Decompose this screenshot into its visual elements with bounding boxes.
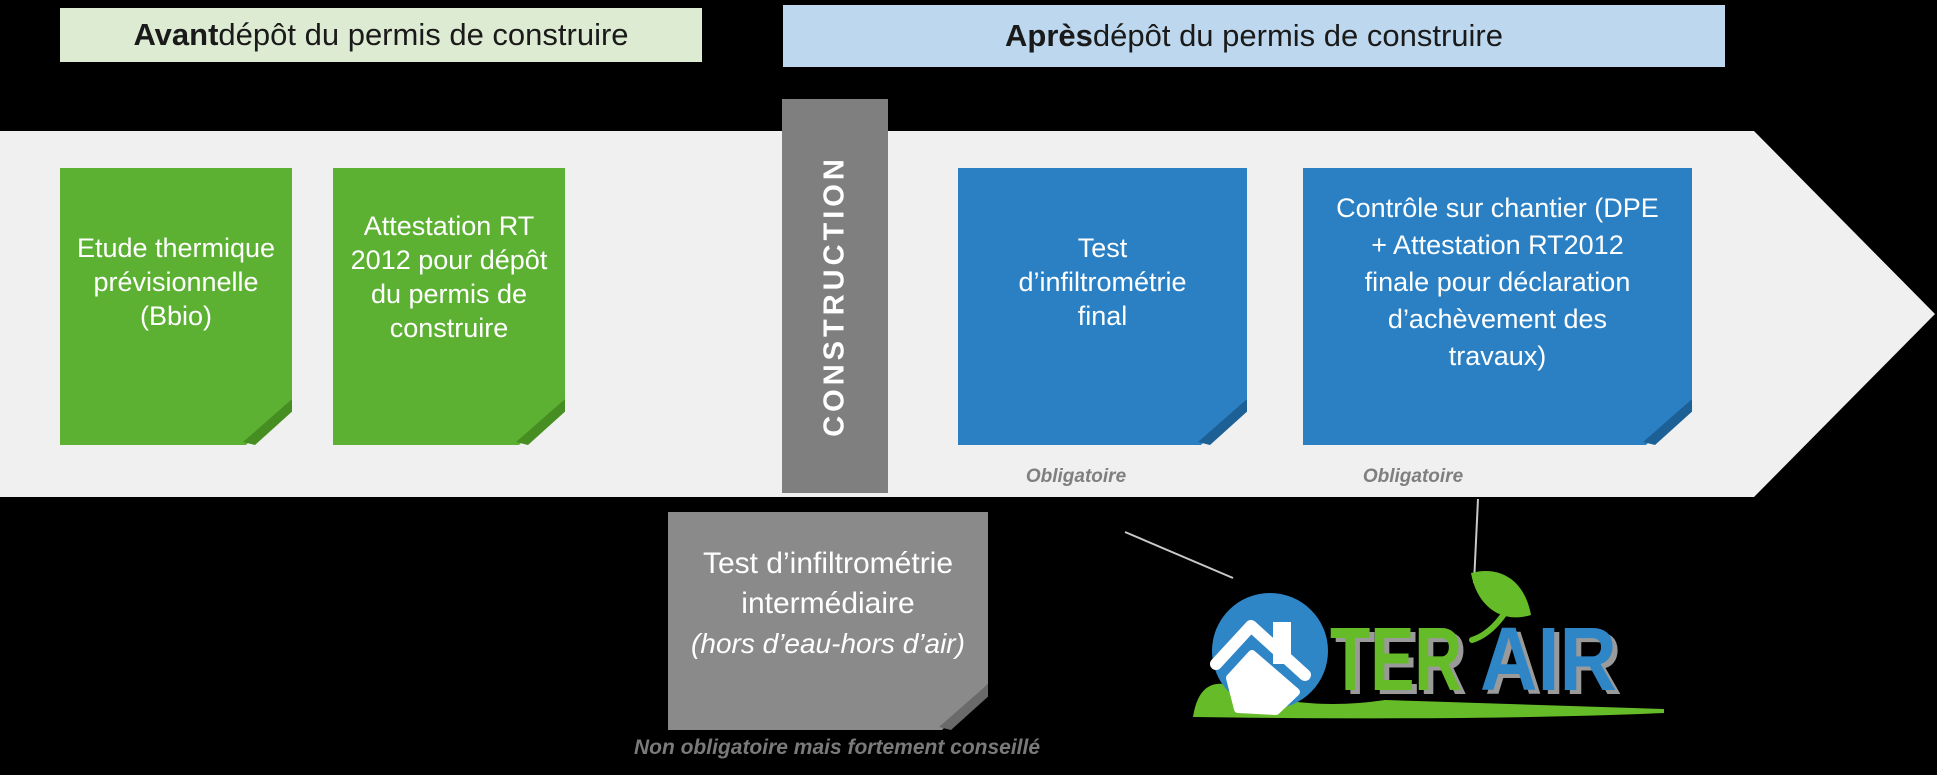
logo-air-text: AIR — [1480, 610, 1617, 710]
house-icon — [1210, 620, 1311, 715]
grass-swoosh — [1193, 683, 1664, 719]
note-line: construire — [389, 312, 509, 343]
note-line: finale pour déclaration — [1364, 267, 1631, 297]
construction-bar: CONSTRUCTION — [782, 99, 888, 493]
badge-obligatoire-controle: Obligatoire — [1362, 466, 1464, 487]
note-line: final — [1077, 300, 1128, 331]
note-test-infiltrometrie-final: Test d’infiltrométrie final — [958, 168, 1247, 445]
header-after-rest: dépôt du permis de construire — [1092, 18, 1503, 53]
terair-logo: TER TER AIR AIR — [1193, 571, 1664, 719]
note-line: + Attestation RT2012 — [1371, 230, 1624, 260]
note-line: 2012 pour dépôt — [350, 244, 548, 275]
logo-ter-text: TER — [1330, 610, 1462, 710]
note-attestation-rt2012: Attestation RT 2012 pour dépôt du permis… — [333, 168, 565, 445]
note-controle-chantier: Contrôle sur chantier (DPE + Attestation… — [1303, 168, 1692, 445]
logo-ter-shadow: TER — [1335, 614, 1467, 714]
note-line: Contrôle sur chantier (DPE — [1336, 193, 1659, 223]
note-line: Attestation RT — [363, 210, 535, 241]
header-after-permit: Après dépôt du permis de construire — [783, 5, 1725, 67]
note-line-italic: (hors d’eau-hors d’air) — [691, 628, 965, 659]
note-line: intermédiaire — [741, 587, 915, 620]
header-before-permit: Avant dépôt du permis de construire — [60, 8, 702, 62]
note-line: Test d’infiltrométrie — [702, 547, 954, 580]
note-etude-thermique: Etude thermique prévisionnelle (Bbio) — [60, 168, 292, 445]
note-line: du permis de — [370, 278, 528, 309]
note-line: Etude thermique — [76, 232, 276, 263]
note-line: d’infiltrométrie — [1018, 266, 1187, 297]
note-line: (Bbio) — [139, 300, 213, 331]
leaf-icon — [1469, 571, 1531, 643]
header-before-rest: dépôt du permis de construire — [218, 17, 629, 52]
note-line: Test — [1077, 232, 1128, 263]
header-before-emphasis: Avant — [133, 17, 219, 52]
construction-label: CONSTRUCTION — [818, 155, 851, 437]
note-test-infiltrometrie-intermediaire: Test d’infiltrométrie intermédiaire (hor… — [668, 512, 988, 730]
header-after-emphasis: Après — [1005, 18, 1093, 53]
footnote-non-obligatoire: Non obligatoire mais fortement conseillé — [633, 736, 1041, 759]
badge-obligatoire-test-final: Obligatoire — [1025, 466, 1127, 487]
note-line: d’achèvement des — [1387, 304, 1608, 334]
logo-air-shadow: AIR — [1485, 614, 1622, 714]
note-line: travaux) — [1448, 341, 1547, 371]
note-line: prévisionnelle — [93, 266, 259, 297]
